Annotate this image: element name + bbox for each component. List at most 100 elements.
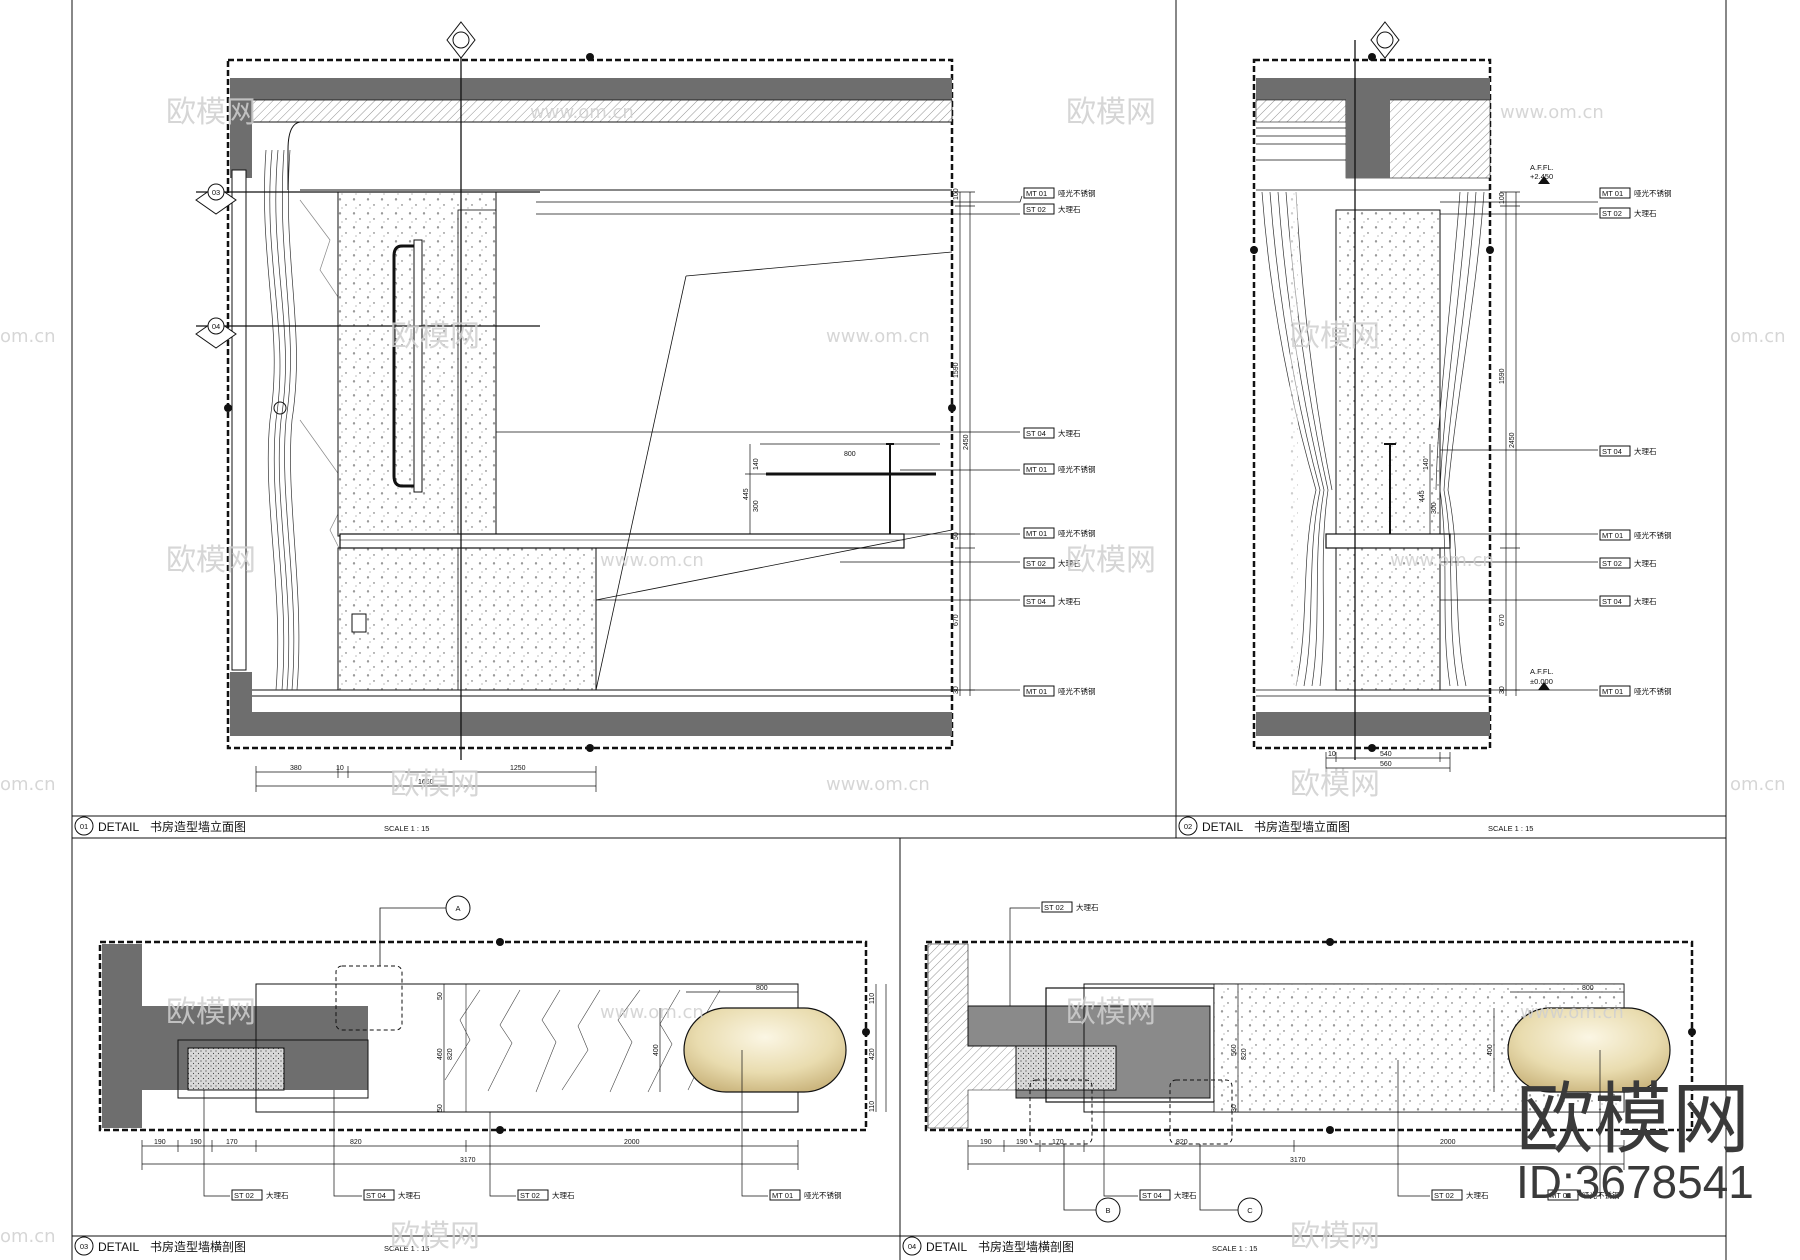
svg-text:ST 04: ST 04 [1602, 447, 1622, 456]
svg-text:A: A [455, 904, 460, 913]
svg-text:560: 560 [1231, 1044, 1238, 1056]
svg-text:MT 01: MT 01 [1602, 189, 1623, 198]
svg-text:560: 560 [1380, 761, 1392, 768]
svg-text:ST 02: ST 02 [1602, 559, 1622, 568]
svg-text:DETAIL: DETAIL [926, 1240, 967, 1254]
svg-text:欧模网: 欧模网 [1066, 543, 1156, 578]
svg-text:om.cn: om.cn [0, 326, 56, 347]
section-mark-04: 04 [195, 317, 237, 349]
svg-text:100: 100 [1499, 192, 1506, 204]
svg-text:445: 445 [1419, 490, 1426, 502]
svg-text:大理石: 大理石 [266, 1190, 289, 1200]
tag-p4-st02-top: ST 02 大理石 [1041, 901, 1099, 913]
svg-text:书房造型墙立面图: 书房造型墙立面图 [1254, 819, 1350, 834]
svg-text:50: 50 [953, 532, 960, 540]
svg-text:哑光不锈钢: 哑光不锈钢 [1058, 188, 1096, 198]
svg-text:欧模网: 欧模网 [1516, 1075, 1750, 1165]
section-mark-top-p1 [446, 21, 476, 59]
svg-text:190: 190 [980, 1139, 992, 1146]
svg-text:www.om.cn: www.om.cn [600, 550, 704, 571]
svg-text:ST 02: ST 02 [1044, 903, 1064, 912]
panel-04-section: B C 190 190 170 820 2000 3170 800 400 56… [924, 907, 1696, 1223]
panel-01-elevation: 03 04 100 1590 2450 50 670 [195, 21, 1023, 792]
svg-text:书房造型墙立面图: 书房造型墙立面图 [150, 819, 246, 834]
tag-st04-a: ST 04 大理石 [1023, 427, 1081, 439]
title-bar-03: 03 DETAIL 书房造型墙横剖图 SCALE 1 : 15 [74, 1236, 429, 1256]
svg-text:100: 100 [953, 188, 960, 200]
svg-text:大理石: 大理石 [1076, 902, 1099, 912]
svg-text:+2.450: +2.450 [1530, 172, 1553, 181]
svg-text:大理石: 大理石 [1058, 596, 1081, 606]
svg-text:SCALE 1 : 15: SCALE 1 : 15 [384, 1244, 429, 1253]
section-callout-a: A [379, 895, 471, 966]
svg-text:欧模网: 欧模网 [390, 1219, 480, 1254]
svg-text:MT 01: MT 01 [1602, 687, 1623, 696]
svg-text:欧模网: 欧模网 [166, 95, 256, 130]
svg-text:190: 190 [190, 1139, 202, 1146]
svg-text:ST 02: ST 02 [1026, 559, 1046, 568]
svg-text:110: 110 [869, 993, 876, 1004]
svg-text:02: 02 [1184, 822, 1192, 831]
svg-text:1250: 1250 [510, 765, 526, 772]
svg-text:03: 03 [80, 1242, 88, 1251]
svg-text:820: 820 [447, 1048, 454, 1060]
svg-text:www.om.cn: www.om.cn [826, 774, 930, 795]
svg-text:大理石: 大理石 [1058, 428, 1081, 438]
svg-text:3170: 3170 [1290, 1157, 1306, 1164]
svg-text:820: 820 [350, 1139, 362, 1146]
svg-text:400: 400 [1487, 1044, 1494, 1056]
section-callout-b: B [1063, 1144, 1121, 1223]
svg-text:1590: 1590 [1499, 368, 1506, 384]
svg-text:C: C [1247, 1206, 1253, 1215]
svg-text:10: 10 [1328, 751, 1336, 758]
svg-text:www.om.cn: www.om.cn [826, 326, 930, 347]
svg-text:A.F.FL.: A.F.FL. [1530, 667, 1554, 676]
svg-text:大理石: 大理石 [1466, 1190, 1489, 1200]
svg-text:2000: 2000 [624, 1139, 640, 1146]
svg-text:190: 190 [1016, 1139, 1028, 1146]
svg-text:800: 800 [1582, 985, 1594, 992]
svg-text:190: 190 [154, 1139, 166, 1146]
svg-text:www.om.cn: www.om.cn [1520, 1002, 1624, 1023]
svg-text:欧模网: 欧模网 [1290, 319, 1380, 354]
svg-text:www.om.cn: www.om.cn [530, 102, 634, 123]
svg-text:2450: 2450 [1509, 432, 1516, 448]
sheet-frame [71, 0, 1727, 1260]
svg-text:2000: 2000 [1440, 1139, 1456, 1146]
svg-text:哑光不锈钢: 哑光不锈钢 [804, 1190, 842, 1200]
svg-text:670: 670 [1499, 614, 1506, 626]
svg-text:460: 460 [437, 1048, 444, 1060]
svg-text:书房造型墙横剖图: 书房造型墙横剖图 [150, 1239, 246, 1254]
svg-text:170: 170 [1052, 1139, 1064, 1146]
svg-text:欧模网: 欧模网 [1066, 95, 1156, 130]
svg-text:ST 04: ST 04 [1026, 429, 1046, 438]
title-bar-02: 02 DETAIL 书房造型墙立面图 SCALE 1 : 15 [1178, 816, 1533, 836]
svg-text:www.om.cn: www.om.cn [1390, 550, 1494, 571]
svg-text:www.om.cn: www.om.cn [600, 1002, 704, 1023]
svg-text:445: 445 [743, 488, 750, 500]
svg-text:ID:3678541: ID:3678541 [1516, 1156, 1754, 1208]
svg-text:SCALE 1 : 15: SCALE 1 : 15 [1212, 1244, 1257, 1253]
svg-text:3170: 3170 [460, 1157, 476, 1164]
svg-text:哑光不锈钢: 哑光不锈钢 [1634, 530, 1672, 540]
svg-text:300: 300 [753, 500, 760, 512]
svg-text:110: 110 [869, 1101, 876, 1112]
svg-text:欧模网: 欧模网 [1290, 767, 1380, 802]
svg-text:om.cn: om.cn [0, 1226, 56, 1247]
svg-text:01: 01 [80, 822, 88, 831]
svg-text:欧模网: 欧模网 [1290, 1219, 1380, 1254]
svg-text:哑光不锈钢: 哑光不锈钢 [1058, 464, 1096, 474]
svg-text:30: 30 [1231, 1104, 1238, 1112]
